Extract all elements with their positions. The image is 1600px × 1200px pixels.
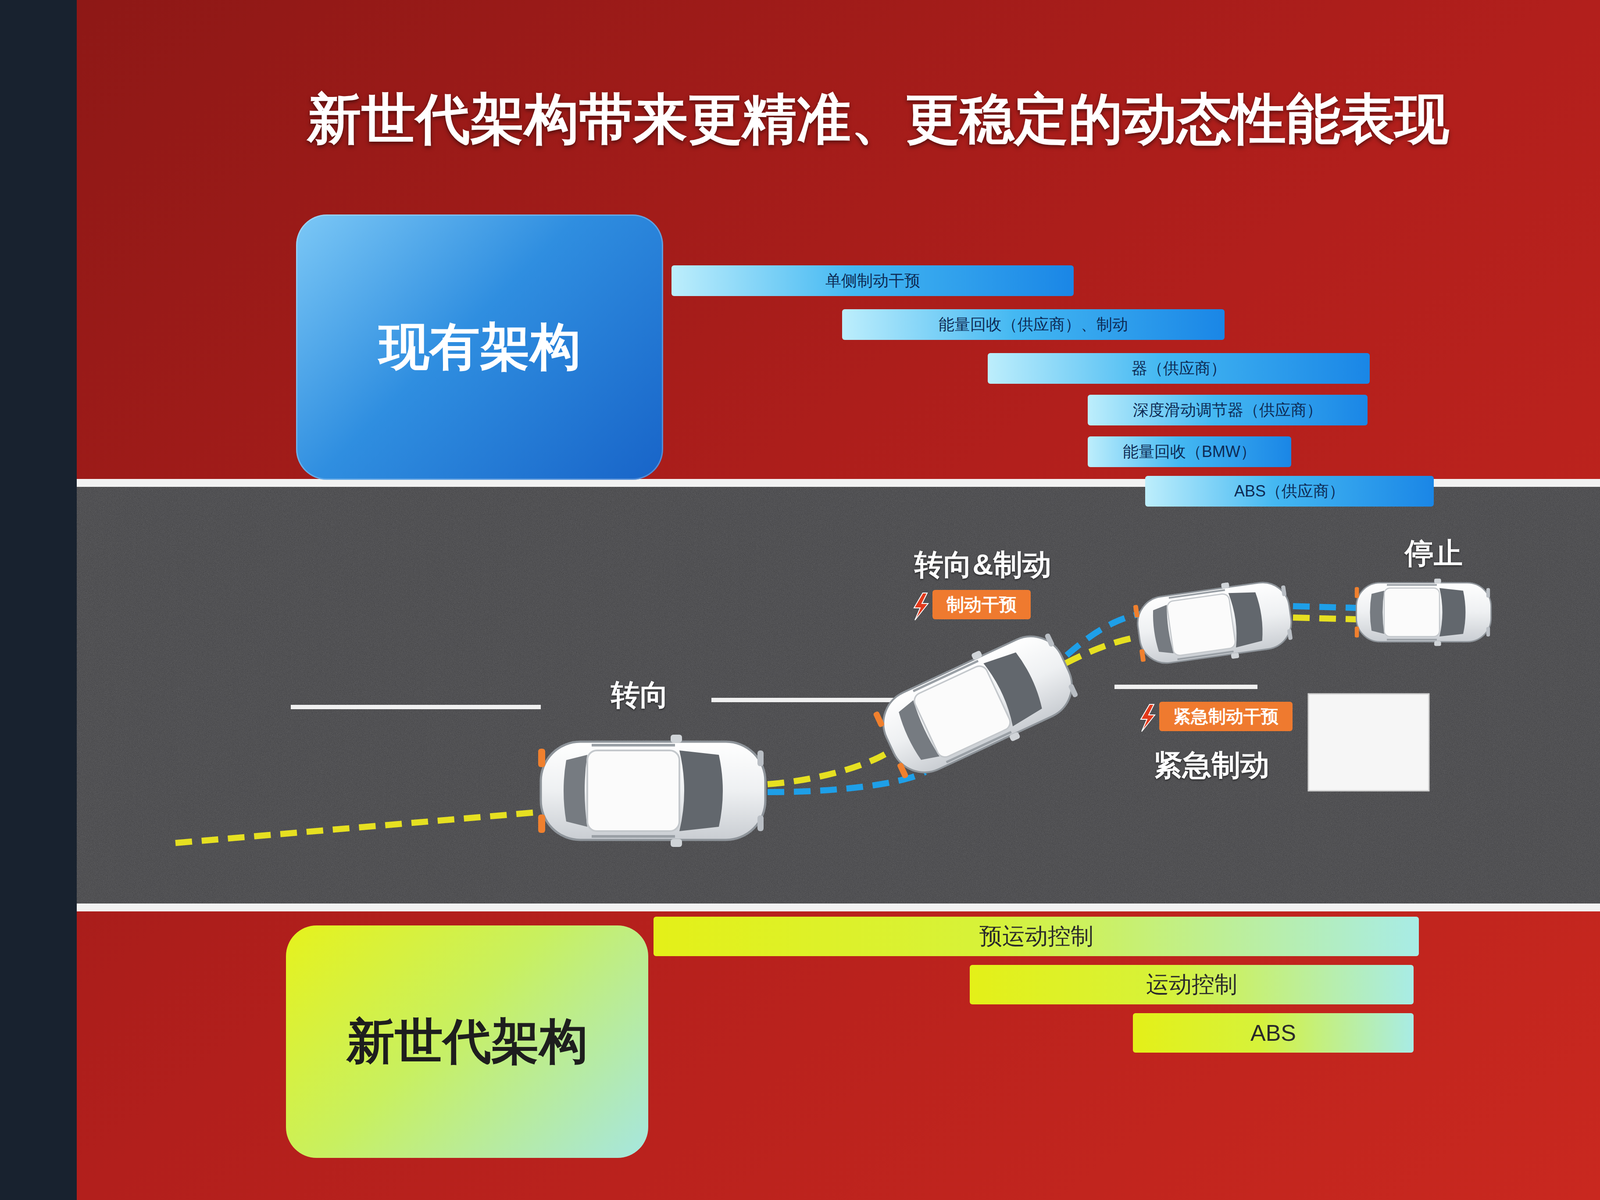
function-bar: ABS: [1132, 1013, 1414, 1053]
function-bar: 深度滑动调节器（供应商）: [1087, 394, 1368, 426]
arch-box: 现有架构: [296, 214, 664, 480]
function-bar: ABS（供应商）: [1145, 475, 1434, 507]
arch-box: 新世代架构: [285, 925, 649, 1158]
node-text: 预运动控制: [979, 921, 1094, 952]
cars: [538, 574, 1492, 847]
road-label: 转向&制动: [914, 545, 1052, 585]
node-text: 深度滑动调节器（供应商）: [1132, 399, 1323, 422]
node-text: 运动控制: [1146, 969, 1238, 1000]
node-text: ABS（供应商）: [1234, 480, 1345, 503]
node-text: 单侧制动干预: [825, 270, 921, 292]
lightning-icon: [914, 592, 1155, 732]
function-bar: 运动控制: [969, 964, 1414, 1005]
slide-ground: [76, 0, 1600, 1200]
road-label: 紧急制动: [1153, 745, 1270, 786]
lane-marks: [290, 686, 1258, 708]
node-text: 紧急制动干预: [1173, 704, 1279, 729]
obstacle-panel: [1308, 693, 1429, 791]
function-bar: 单侧制动干预: [671, 265, 1074, 297]
road-label: 转向: [610, 675, 669, 715]
intervention-tag: 制动干预: [932, 589, 1031, 620]
function-bar: 器（供应商）: [987, 353, 1370, 384]
function-bar: 能量回收（供应商）、制动: [842, 309, 1225, 340]
node-text: 能量回收（供应商）、制动: [938, 314, 1129, 336]
node-text: 新世代架构: [346, 1009, 588, 1075]
node-text: ABS: [1250, 1019, 1297, 1047]
road-edge: [76, 903, 1600, 912]
node-text: 器（供应商）: [1131, 357, 1227, 380]
slide-title: 新世代架构带来更精准、更稳定的动态性能表现: [307, 83, 1450, 157]
function-bar: 预运动控制: [653, 916, 1419, 957]
intervention-tag: 紧急制动干预: [1159, 701, 1293, 732]
node-text: 能量回收（BMW）: [1122, 441, 1257, 463]
node-text: 制动干预: [946, 592, 1017, 617]
node-text: 现有架构: [378, 313, 581, 382]
road: [76, 486, 1600, 904]
function-bar: 能量回收（BMW）: [1087, 436, 1292, 468]
road-texture: [76, 486, 1600, 904]
road-label: 停止: [1404, 533, 1463, 574]
